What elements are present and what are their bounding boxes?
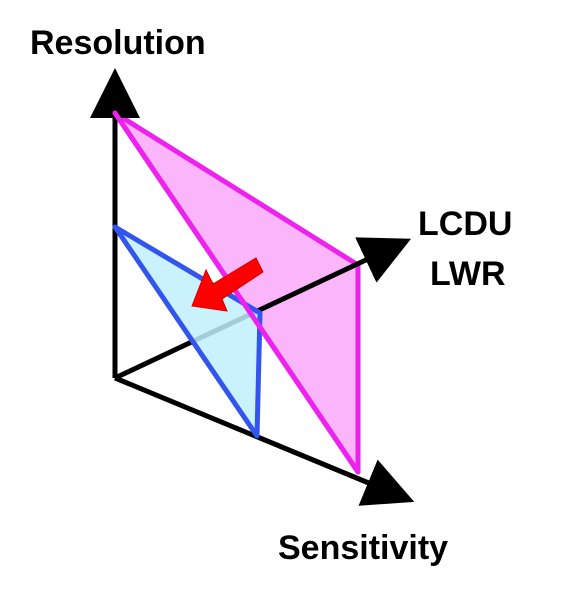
inner-triangle xyxy=(112,224,263,439)
sensitivity-label: Sensitivity xyxy=(278,529,449,567)
lwr-label: LWR xyxy=(430,255,506,293)
improvement-arrow xyxy=(191,257,264,312)
lcdu-label: LCDU xyxy=(418,205,513,243)
resolution-label: Resolution xyxy=(30,24,206,62)
outer-triangle-diagonal xyxy=(112,110,361,475)
sensitivity-axis xyxy=(114,375,415,506)
